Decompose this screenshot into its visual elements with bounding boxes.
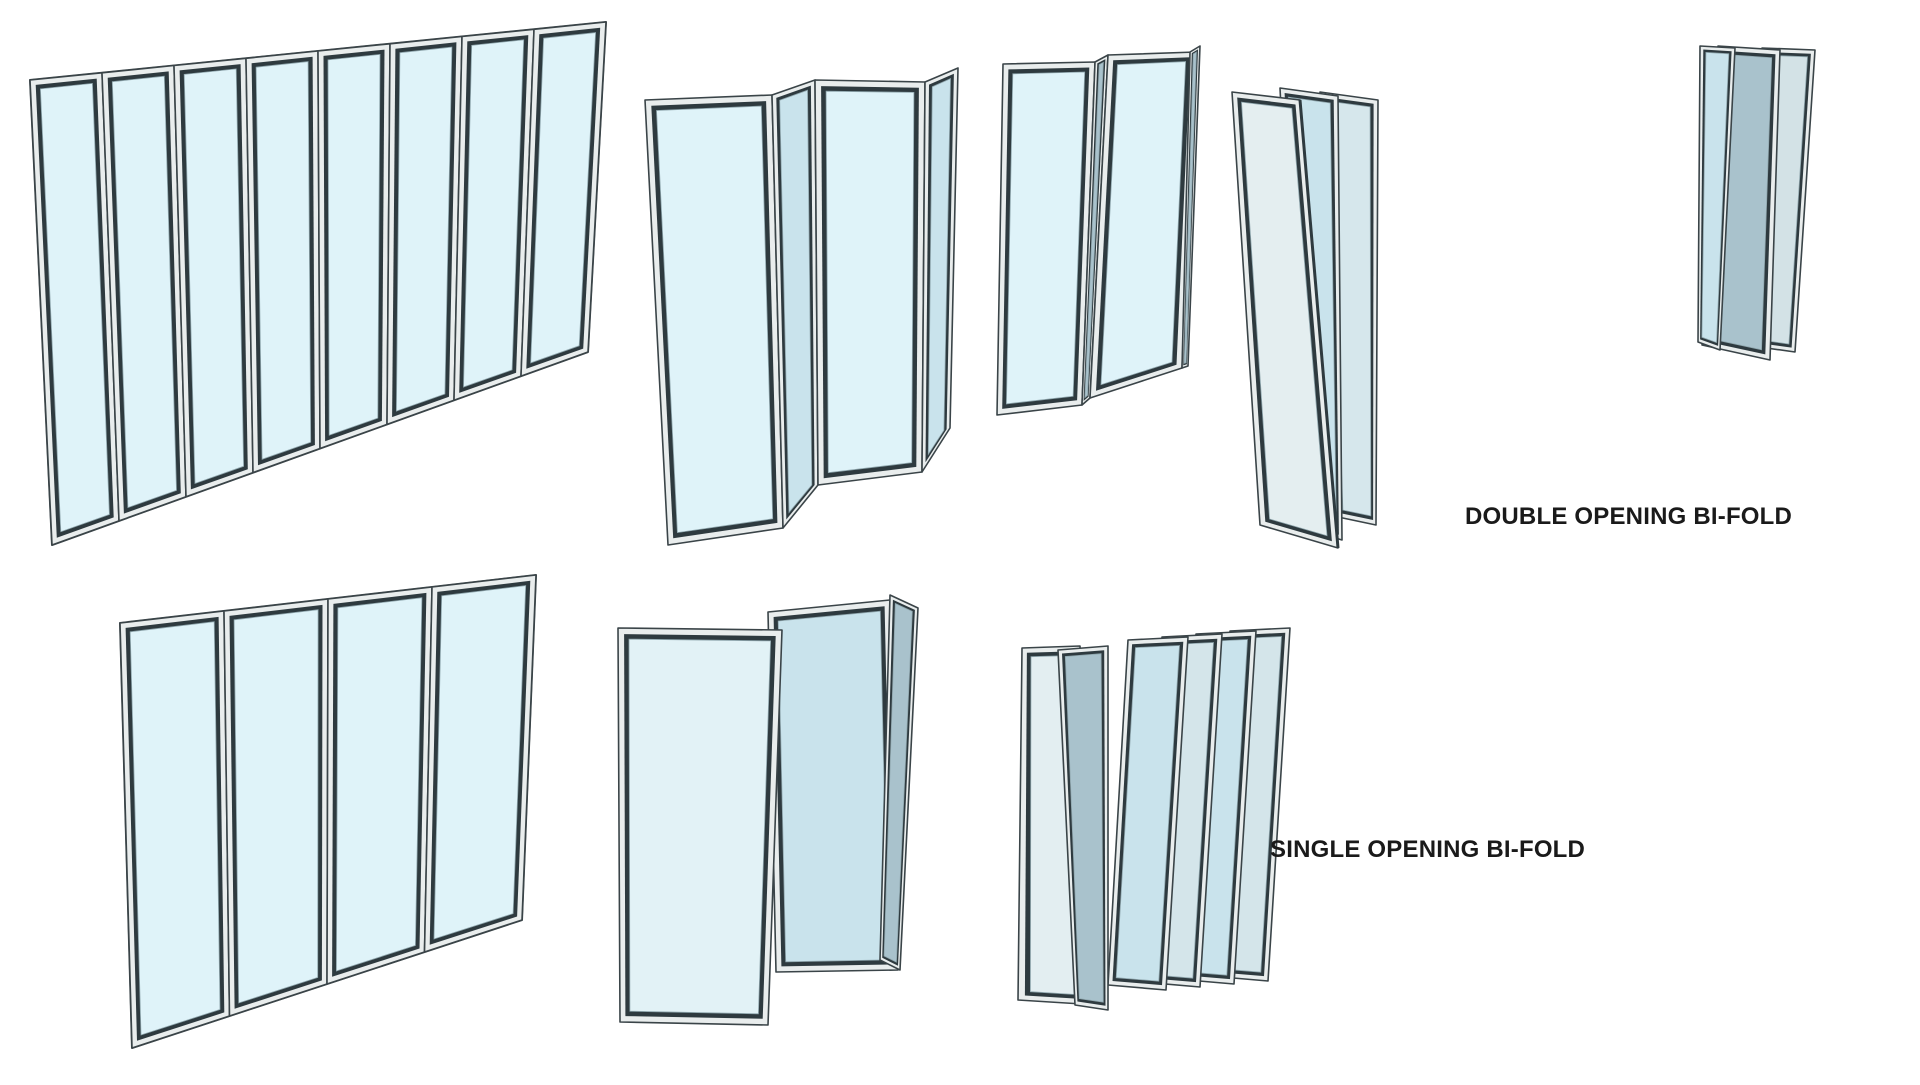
panel-glass — [779, 89, 813, 514]
glass-panel — [119, 610, 231, 1049]
panel-glass — [530, 32, 597, 364]
glass-panel — [1107, 636, 1189, 991]
panel-glass — [335, 597, 423, 972]
panel-glass — [1100, 61, 1187, 386]
panel-glass — [233, 609, 319, 1004]
panel-glass — [883, 602, 913, 963]
glass-panel — [1057, 645, 1109, 1011]
glass-panel — [173, 57, 254, 498]
glass-panel — [1089, 51, 1197, 399]
panel-glass — [111, 75, 177, 509]
double-opening-bifold-label: DOUBLE OPENING BI-FOLD — [1465, 503, 1793, 530]
panel-glass — [327, 53, 381, 436]
single-stacked-door — [1017, 627, 1291, 1011]
panel-glass — [39, 82, 110, 533]
panel-glass — [433, 585, 527, 940]
door-shapes-layer — [29, 21, 1816, 1049]
panel-glass — [463, 39, 525, 388]
panel-glass — [1241, 101, 1328, 537]
glass-panel — [453, 28, 535, 402]
panel-glass — [129, 621, 221, 1036]
single-half-open-door — [617, 594, 919, 1026]
panel-glass — [1701, 51, 1730, 344]
glass-panel — [520, 21, 607, 377]
glass-panel — [317, 42, 391, 450]
panel-glass — [255, 61, 312, 460]
panel-glass — [825, 90, 915, 474]
panel-glass — [1064, 653, 1104, 1003]
double-half-open-door — [644, 67, 959, 546]
glass-panel — [386, 35, 463, 426]
double-closed-door — [29, 21, 607, 546]
double-stacked-door — [1231, 87, 1379, 549]
panel-glass — [183, 68, 245, 485]
panel-glass — [628, 638, 772, 1015]
glass-panel — [814, 79, 926, 486]
glass-panel — [771, 79, 819, 529]
panel-glass — [1084, 61, 1104, 399]
double-mostly-open-door — [996, 45, 1201, 416]
glass-panel — [29, 72, 120, 546]
panel-glass — [1005, 71, 1086, 405]
panel-glass — [1115, 645, 1180, 982]
glass-panel — [423, 574, 537, 953]
glass-panel — [1697, 45, 1736, 351]
glass-panel — [1231, 91, 1339, 549]
single-opening-bifold-label: SINGLE OPENING BI-FOLD — [1270, 836, 1586, 863]
glass-panel — [326, 586, 433, 985]
glass-panel — [223, 598, 329, 1017]
glass-panel — [996, 61, 1096, 416]
glass-panel — [644, 94, 784, 546]
panel-glass — [927, 77, 951, 456]
panel-glass — [1183, 51, 1197, 364]
glass-panel — [617, 627, 783, 1026]
panel-glass — [395, 46, 453, 412]
hinge-line — [1298, 99, 1340, 549]
glass-panel — [245, 50, 321, 474]
single-closed-door — [119, 574, 537, 1049]
double-fully-stacked-door — [1697, 45, 1816, 361]
glass-panel — [879, 594, 919, 971]
glass-panel — [1181, 45, 1201, 369]
glass-panel — [767, 599, 899, 973]
glass-panel — [921, 67, 959, 473]
panel-glass — [656, 105, 774, 534]
glass-panel — [101, 64, 187, 522]
panel-glass — [777, 610, 889, 963]
